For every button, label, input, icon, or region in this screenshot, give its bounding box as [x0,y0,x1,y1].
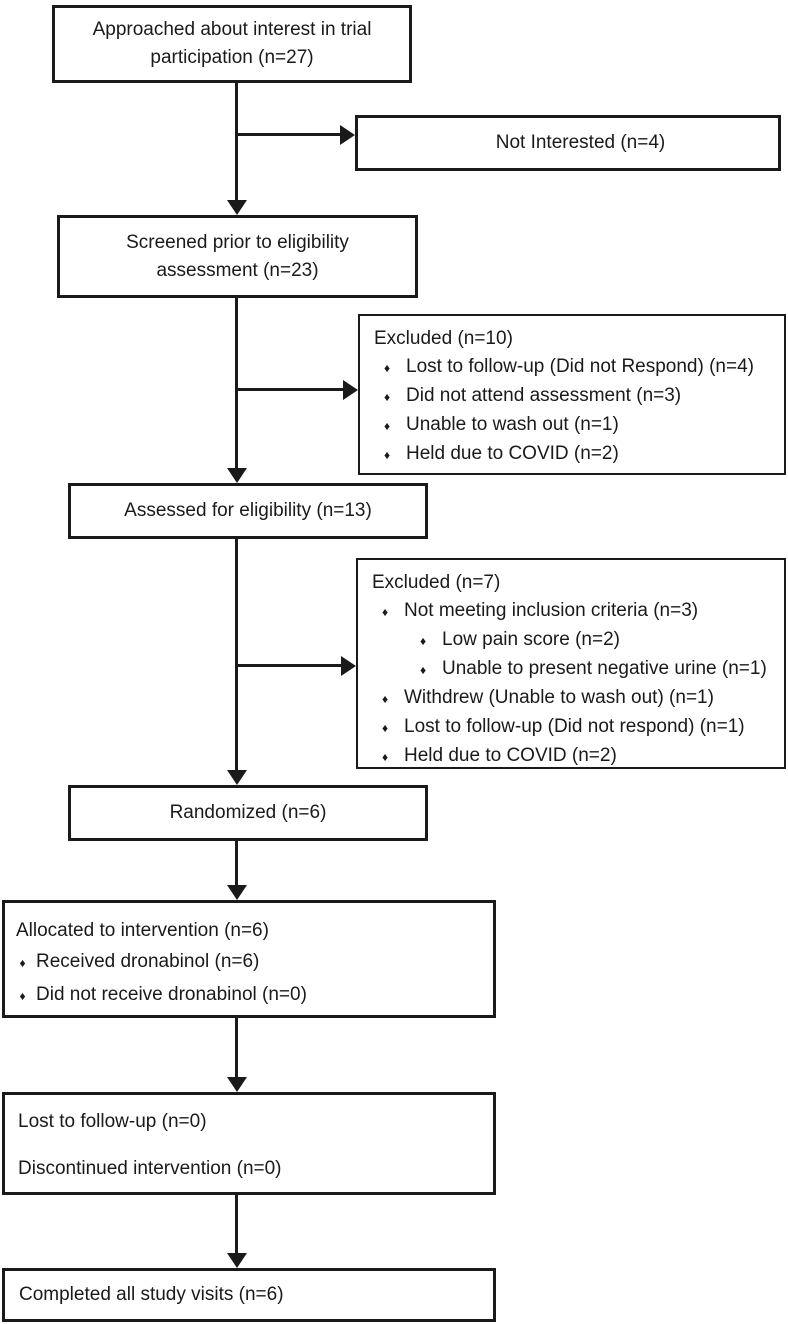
node-not-interested-label: Not Interested (n=4) [495,132,666,154]
node-not-interested: Not Interested (n=4) [355,115,781,171]
node-excluded-eligibility-title: Excluded (n=7) [372,572,501,593]
list-item: ♦ Received dronabinol (n=6) [16,946,482,979]
list-item: ♦ Not meeting inclusion criteria (n=3) [372,597,770,626]
list-item-label: Unable to wash out (n=1) [406,414,619,435]
diamond-bullet-icon: ♦ [419,634,427,648]
list-item-label: Lost to follow-up (Did not Respond) (n=4… [406,356,754,377]
list-item-nested: ♦ Low pain score (n=2) [410,626,770,655]
diamond-bullet-icon: ♦ [383,419,391,433]
list-item: ♦ Lost to follow-up (Did not Respond) (n… [374,353,770,382]
connector-approached-screened [235,83,238,201]
arrow-down-icon [227,200,247,215]
connector-assessed-randomized [235,539,238,770]
node-approached: Approached about interest in trial parti… [52,5,412,83]
diamond-bullet-icon: ♦ [19,956,26,970]
connector-followup-completed [235,1195,238,1253]
node-assessed: Assessed for eligibility (n=13) [68,483,428,539]
connector-branch-excluded-10 [236,388,343,391]
diamond-bullet-icon: ♦ [381,721,389,735]
diamond-bullet-icon: ♦ [381,692,389,706]
diamond-bullet-icon: ♦ [19,989,26,1003]
list-item-label: Unable to present negative urine (n=1) [442,658,767,679]
list-item-label: Low pain score (n=2) [442,629,620,650]
list-item-label: Withdrew (Unable to wash out) (n=1) [404,687,714,708]
node-excluded-screening-title: Excluded (n=10) [374,328,513,349]
node-completed: Completed all study visits (n=6) [2,1268,496,1322]
arrow-down-icon [227,1077,247,1092]
diamond-bullet-icon: ♦ [381,750,389,764]
arrow-down-icon [227,1253,247,1268]
connector-screened-assessed [235,298,238,468]
list-item-label: Did not attend assessment (n=3) [406,385,682,406]
arrow-down-icon [227,770,247,785]
arrow-down-icon [227,468,247,483]
node-assessed-label: Assessed for eligibility (n=13) [124,500,372,522]
node-randomized-label: Randomized (n=6) [169,802,327,824]
list-item: ♦ Lost to follow-up (Did not respond) (n… [372,713,770,742]
list-item-label: Did not receive dronabinol (n=0) [36,984,307,1005]
node-screened-label: Screened prior to eligibility assessment… [126,231,349,281]
list-item: ♦ Did not attend assessment (n=3) [374,382,770,411]
arrow-right-icon [341,656,356,676]
node-allocated: Allocated to intervention (n=6) ♦ Receiv… [2,900,496,1018]
node-followup-line2: Discontinued intervention (n=0) [18,1157,282,1179]
list-item-label: Held due to COVID (n=2) [404,745,617,766]
diamond-bullet-icon: ♦ [383,361,391,375]
diamond-bullet-icon: ♦ [383,390,391,404]
list-item: ♦ Did not receive dronabinol (n=0) [16,979,482,1012]
node-approached-label: Approached about interest in trial parti… [92,19,372,68]
connector-randomized-allocated [235,841,238,885]
diamond-bullet-icon: ♦ [383,448,391,462]
node-followup: Lost to follow-up (n=0) Discontinued int… [2,1092,496,1195]
node-followup-line1: Lost to follow-up (n=0) [18,1111,207,1132]
list-item: ♦ Withdrew (Unable to wash out) (n=1) [372,684,770,713]
list-item-label: Held due to COVID (n=2) [406,443,619,464]
diamond-bullet-icon: ♦ [381,605,389,619]
node-completed-label: Completed all study visits (n=6) [19,1284,284,1306]
arrow-right-icon [340,125,355,145]
node-allocated-title: Allocated to intervention (n=6) [16,920,269,941]
connector-allocated-followup [235,1018,238,1077]
connector-branch-not-interested [236,133,340,136]
list-item-nested: ♦ Unable to present negative urine (n=1) [410,655,770,684]
arrow-down-icon [227,885,247,900]
list-item-label: Received dronabinol (n=6) [36,951,260,972]
list-item-label: Not meeting inclusion criteria (n=3) [404,600,699,621]
list-item: ♦ Held due to COVID (n=2) [372,742,770,771]
list-item-label: Lost to follow-up (Did not respond) (n=1… [404,716,745,737]
list-item: ♦ Held due to COVID (n=2) [374,440,770,469]
connector-branch-excluded-7 [236,664,341,667]
list-item: ♦ Unable to wash out (n=1) [374,411,770,440]
node-excluded-eligibility: Excluded (n=7) ♦ Not meeting inclusion c… [356,558,786,769]
node-excluded-screening: Excluded (n=10) ♦ Lost to follow-up (Did… [358,314,786,475]
arrow-right-icon [343,380,358,400]
node-screened: Screened prior to eligibility assessment… [57,215,418,298]
node-randomized: Randomized (n=6) [68,785,428,841]
diamond-bullet-icon: ♦ [419,663,427,677]
